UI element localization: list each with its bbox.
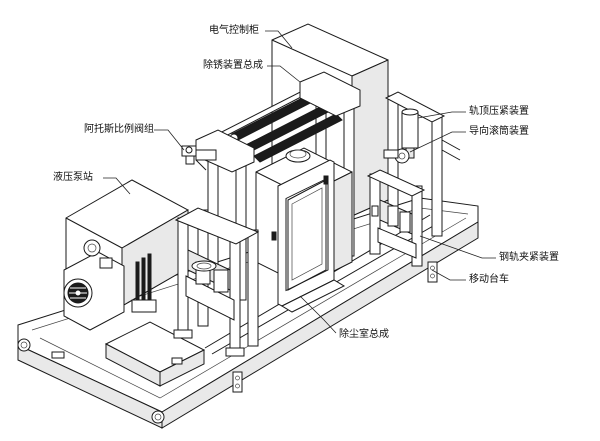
label-dust-chamber: 除尘室总成 [339,329,389,340]
label-rail-clamp: 钢轨夹紧装置 [499,252,559,263]
label-electric-cabinet: 电气控制柜 [209,25,259,36]
right-clamp-frame [366,91,461,267]
leader-lines [103,30,496,334]
label-rail-top-press: 轨顶压紧装置 [469,106,529,117]
label-proportional-valve: 阿托斯比例阀组 [84,124,154,135]
label-hydraulic-station: 液压泵站 [53,172,93,183]
label-derust-assembly: 除锈装置总成 [203,60,263,71]
proportional-valve-group [181,145,217,171]
control-box [104,321,206,387]
label-guide-roller: 导向滚筒装置 [469,126,529,137]
dust-chamber [255,147,353,313]
label-mobile-trolley: 移动台车 [469,274,509,285]
left-clamp-frame [173,207,260,357]
hydraulic-station [63,179,189,331]
